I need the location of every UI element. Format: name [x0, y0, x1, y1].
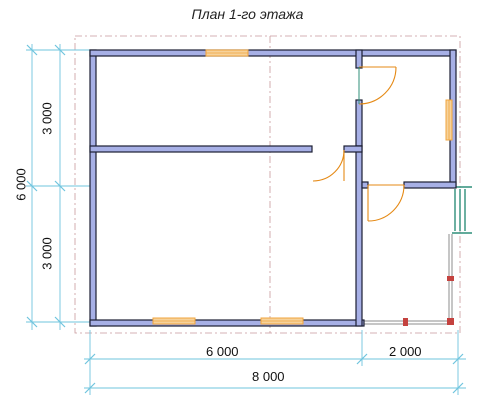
terrace-stairs — [452, 186, 472, 234]
axis-lines — [74, 35, 461, 334]
wall-top — [89, 49, 457, 57]
wall-left — [89, 49, 97, 327]
wall-partition-vertical-mid — [355, 99, 363, 147]
dim-label-6000-main: 6 000 — [206, 344, 239, 359]
doors — [312, 66, 405, 222]
dim-label-3000-upper: 3 000 — [39, 102, 55, 135]
wall-partition-vertical-upper — [355, 49, 363, 69]
wall-partition-horizontal — [89, 145, 313, 153]
dimension-ticks — [26, 44, 464, 394]
wall-partition-horizontal-stub — [343, 145, 363, 153]
dim-label-8000-total: 8 000 — [252, 369, 285, 384]
plan-title: План 1-го этажа — [191, 6, 304, 22]
window-glazing — [153, 52, 450, 322]
walls — [89, 49, 457, 327]
terrace-rail — [362, 234, 453, 325]
dim-label-2000-terrace: 2 000 — [389, 344, 422, 359]
wall-partition-vertical-lower — [355, 145, 363, 327]
dim-label-3000-lower: 3 000 — [39, 237, 55, 270]
wall-vestibule-stub — [361, 181, 369, 189]
outer-axis-frame — [74, 35, 461, 334]
dim-label-6000-height: 6 000 — [13, 168, 29, 201]
wall-right-lower — [403, 181, 457, 189]
terrace-posts — [403, 276, 454, 326]
wall-bottom — [89, 319, 365, 327]
dimension-lines — [26, 44, 466, 395]
